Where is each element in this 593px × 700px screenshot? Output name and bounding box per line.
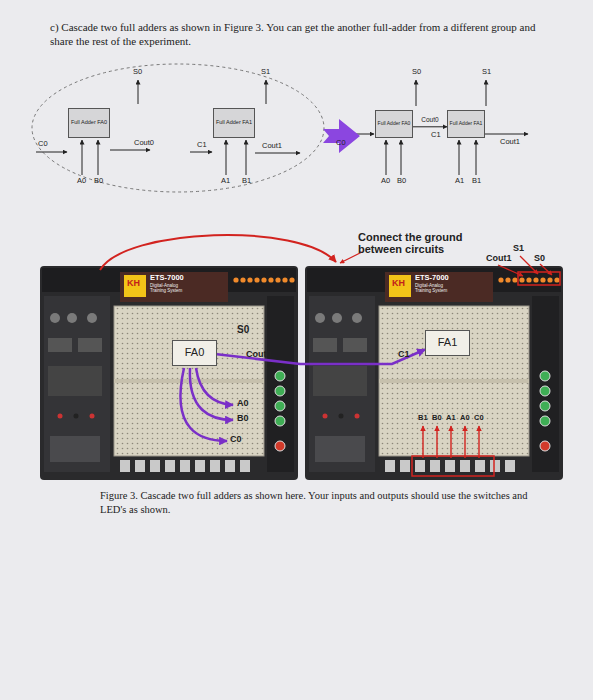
highlight-leds xyxy=(518,272,560,285)
breadboard-circuit: FA1 xyxy=(425,330,470,356)
ground-wire xyxy=(100,235,336,270)
signal-label: Digital-Analog Training System xyxy=(415,284,457,294)
signal-arrows xyxy=(36,80,528,175)
signal-label: B0 xyxy=(94,177,103,185)
switch-arrow xyxy=(450,426,451,458)
signal-label: KH xyxy=(392,279,405,289)
signal-arrow xyxy=(266,80,267,104)
carry-connector xyxy=(217,350,425,365)
signal-label: A1 xyxy=(221,177,230,185)
signal-label: A0 xyxy=(381,177,390,185)
input-wire xyxy=(196,368,233,405)
box-label: Full Adder FA1 xyxy=(216,120,252,126)
purple-wires xyxy=(180,368,233,441)
heading: c) Cascade two full adders as shown in F… xyxy=(50,20,560,49)
signal-label: KH xyxy=(127,279,140,289)
signal-label: B0 xyxy=(397,177,406,185)
switch-arrow xyxy=(478,426,479,458)
signal-label: A1 xyxy=(455,177,464,185)
signal-label: B0 xyxy=(432,414,442,422)
signal-label: C0 xyxy=(230,435,242,445)
signal-arrow xyxy=(476,140,477,175)
signal-label: S0 xyxy=(237,324,249,335)
box-label: Full Adder FA1 xyxy=(450,121,483,126)
signal-label: C1 xyxy=(398,350,410,360)
signal-label: ETS-7000 xyxy=(415,274,449,282)
signal-arrow xyxy=(416,80,417,106)
signal-label: A0 xyxy=(77,177,86,185)
signal-arrow xyxy=(386,140,387,175)
switch-arrow xyxy=(436,426,437,458)
signal-label: A0 xyxy=(460,414,470,422)
box-label: FA0 xyxy=(185,347,205,359)
switch-arrow xyxy=(464,426,465,458)
input-wire xyxy=(190,368,233,420)
signal-arrow xyxy=(226,140,227,175)
signal-label: S0 xyxy=(133,68,142,76)
signal-arrow xyxy=(459,140,460,175)
signal-arrow xyxy=(110,150,150,151)
breadboard-circuit: FA0 xyxy=(172,340,217,366)
signal-label: Digital-Analog Training System xyxy=(150,284,192,294)
trainer-board xyxy=(305,266,563,480)
signal-label: Cout0 xyxy=(246,350,272,360)
signal-label: S0 xyxy=(534,254,545,264)
highlight-switches xyxy=(412,456,494,476)
signal-arrow xyxy=(485,134,528,135)
signal-arrow xyxy=(246,140,247,175)
switch-arrow xyxy=(422,426,423,458)
input-wire xyxy=(180,368,227,441)
group-ellipse xyxy=(32,64,324,192)
box-label: FA1 xyxy=(438,337,458,349)
figure-caption: Figure 3. Cascade two full adders as sho… xyxy=(100,489,550,516)
signal-label: C0 xyxy=(336,139,346,147)
signal-label: S1 xyxy=(513,244,524,254)
signal-arrow xyxy=(98,140,99,175)
signal-label: A0 xyxy=(237,399,249,409)
signal-label: Cout1 xyxy=(500,138,520,146)
signal-label: S1 xyxy=(482,68,491,76)
signal-label: Cout0 xyxy=(134,139,154,147)
signal-arrow xyxy=(190,152,212,153)
red-wires xyxy=(100,235,552,458)
signal-label: C1 xyxy=(431,131,441,139)
signal-label: A1 xyxy=(446,414,456,422)
signal-arrow xyxy=(36,152,67,153)
leader-line xyxy=(540,264,552,275)
connector-label: Cout0 xyxy=(421,116,438,123)
signal-label: S1 xyxy=(261,68,270,76)
signal-label: ETS-7000 xyxy=(150,274,184,282)
signal-arrow xyxy=(138,80,139,104)
signal-label: B1 xyxy=(242,177,251,185)
signal-arrow xyxy=(401,140,402,175)
signal-label: Cout1 xyxy=(486,254,512,264)
signal-label: B1 xyxy=(472,177,481,185)
signal-arrow xyxy=(255,153,300,154)
leader-line xyxy=(498,265,523,276)
full-adder-box: Full Adder FA1 xyxy=(447,110,485,138)
signal-label: C0 xyxy=(38,140,48,148)
trainer-board xyxy=(40,266,298,480)
signal-label: C0 xyxy=(474,414,484,422)
box-label: Full Adder FA0 xyxy=(378,121,411,126)
full-adder-box: Full Adder FA0 xyxy=(375,110,413,138)
callout-note: Connect the ground between circuits xyxy=(358,231,478,255)
signal-label: C1 xyxy=(197,141,207,149)
full-adder-box: Full Adder FA0 xyxy=(68,108,110,138)
carry-connector xyxy=(413,126,447,127)
signal-label: B0 xyxy=(237,414,249,424)
signal-label: S0 xyxy=(412,68,421,76)
signal-arrow xyxy=(82,140,83,175)
box-label: Full Adder FA0 xyxy=(71,120,107,126)
full-adder-box: Full Adder FA1 xyxy=(213,108,255,138)
signal-arrow xyxy=(486,80,487,106)
transform-arrow xyxy=(323,119,360,153)
signal-label: Cout1 xyxy=(262,142,282,150)
signal-label: B1 xyxy=(418,414,428,422)
